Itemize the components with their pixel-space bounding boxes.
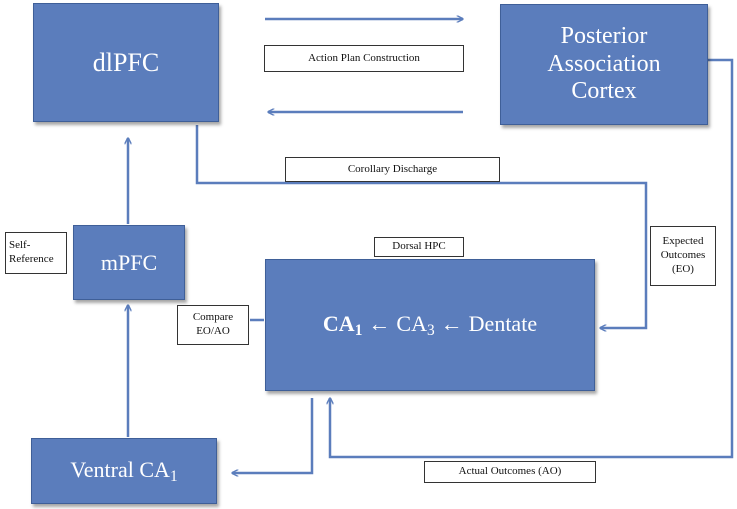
arrow-dorsal-to-ventral: [232, 398, 314, 473]
posterior-association-cortex-box: Posterior Association Cortex: [500, 4, 708, 125]
dorsal-hpc-label: Dorsal HPC: [374, 237, 464, 257]
ca1-label: CA1: [322, 310, 363, 339]
arrow-left-icon: ←: [368, 310, 391, 336]
corollary-discharge-label: Corollary Discharge: [285, 157, 500, 182]
mpfc-label: mPFC: [100, 249, 158, 275]
ca3-label: CA3: [396, 310, 435, 339]
dlpfc-label: dlPFC: [92, 47, 160, 77]
dorsal-hpc-box: CA1 ← CA3 ← Dentate: [265, 259, 595, 391]
dentate-label: Dentate: [468, 310, 538, 336]
self-reference-label: Self- Reference: [5, 232, 67, 274]
compare-eo-ao-label: Compare EO/AO: [177, 305, 249, 345]
action-plan-construction-label: Action Plan Construction: [264, 45, 464, 72]
ventral-ca1-label: Ventral CA1: [70, 456, 178, 485]
arrow-corollary-discharge: [195, 125, 648, 328]
expected-outcomes-label: Expected Outcomes (EO): [650, 226, 716, 286]
dlpfc-box: dlPFC: [33, 3, 219, 122]
ventral-ca1-box: Ventral CA1: [31, 438, 217, 504]
hippocampus-chain: CA1 ← CA3 ← Dentate: [323, 311, 537, 340]
posterior-association-cortex-label: Posterior Association Cortex: [547, 23, 661, 105]
arrow-left-icon: ←: [440, 310, 463, 336]
mpfc-box: mPFC: [73, 225, 185, 300]
actual-outcomes-label: Actual Outcomes (AO): [424, 461, 596, 483]
arrow-expected-outcomes: [330, 58, 734, 459]
